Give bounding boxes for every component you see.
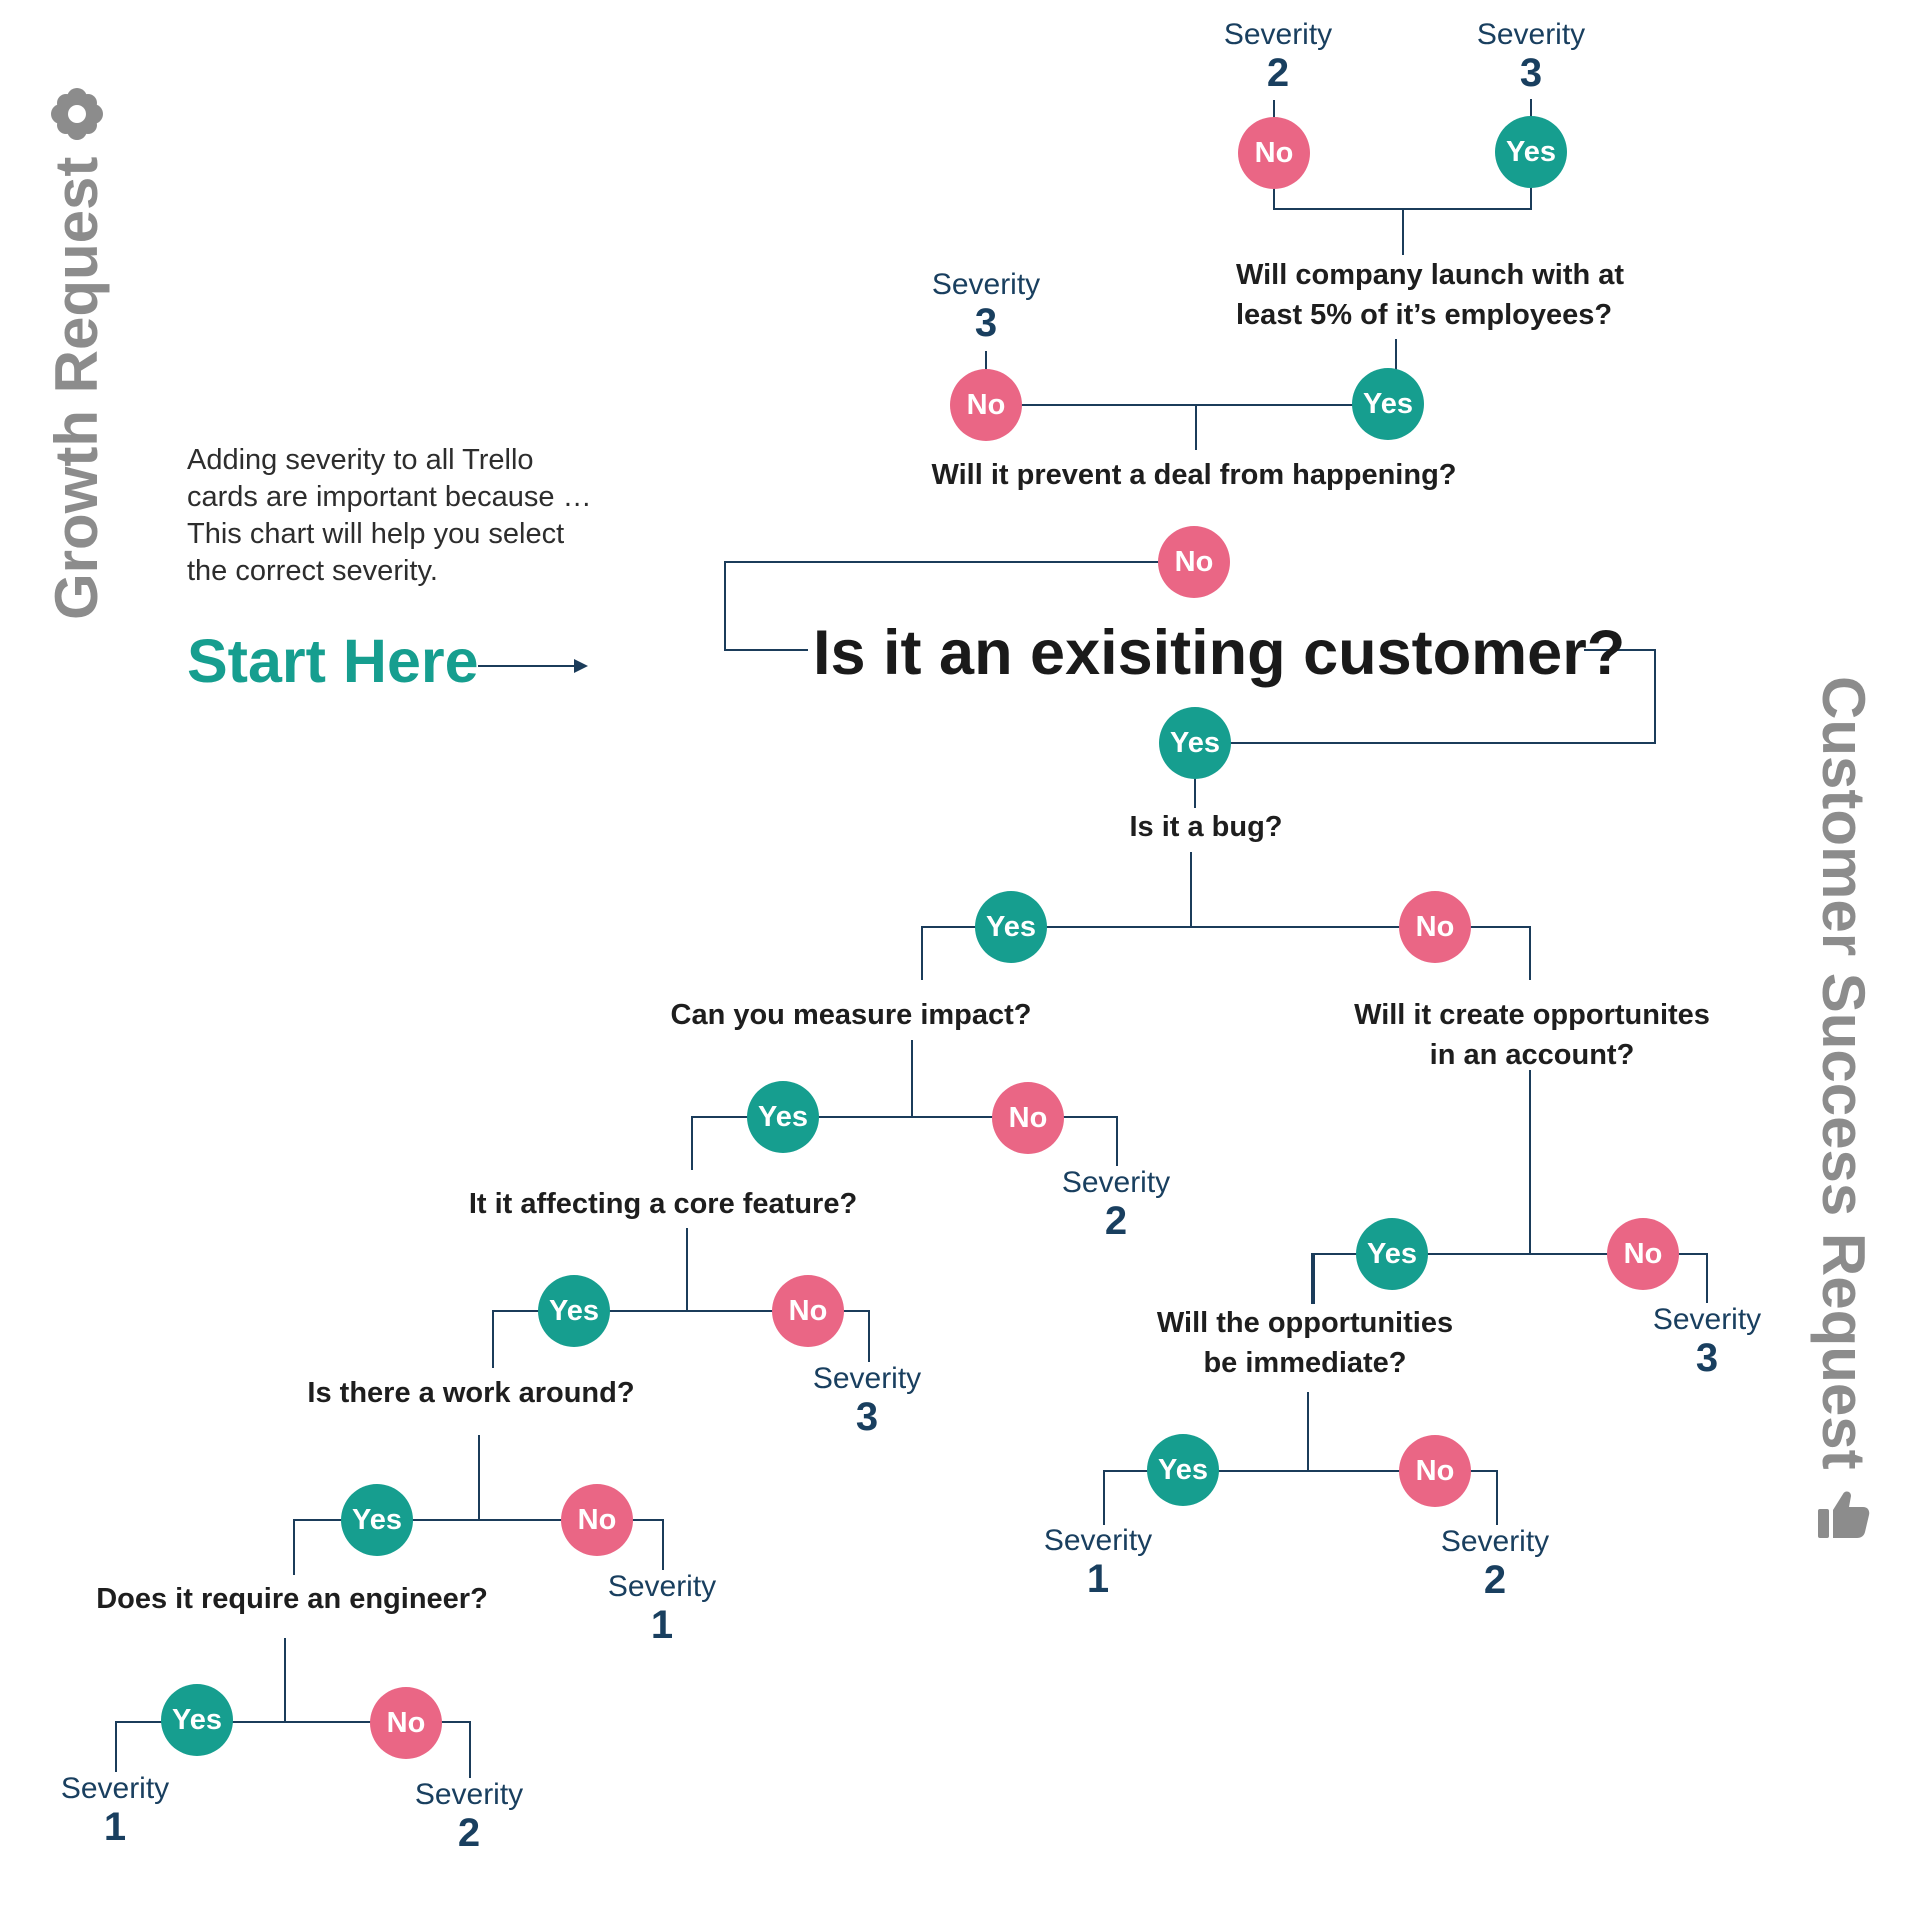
severity-label: Severity bbox=[1061, 1166, 1171, 1199]
severity-engineer-yes: Severity 1 bbox=[61, 1772, 169, 1848]
severity-label: Severity bbox=[1043, 1524, 1153, 1557]
severity-label: Severity bbox=[1652, 1303, 1762, 1336]
severity-value: 2 bbox=[457, 1811, 481, 1855]
question-engineer: Does it require an engineer? bbox=[96, 1583, 488, 1615]
node-measure-no: No bbox=[992, 1082, 1064, 1154]
severity-value: 1 bbox=[650, 1603, 674, 1647]
question-workaround: Is there a work around? bbox=[307, 1377, 635, 1409]
severity-label: Severity bbox=[1476, 18, 1586, 51]
connector-line bbox=[724, 561, 1194, 651]
start-here-label: Start Here bbox=[187, 627, 479, 695]
node-launch-no: No bbox=[1238, 117, 1310, 189]
question-opportunities: Will it create opportunites in an accoun… bbox=[1354, 995, 1710, 1075]
severity-immediate-yes: Severity 1 bbox=[1044, 1524, 1152, 1600]
severity-label: Severity bbox=[812, 1362, 922, 1395]
severity-value: 1 bbox=[1086, 1557, 1110, 1601]
severity-launch-yes: Severity 3 bbox=[1477, 18, 1585, 94]
severity-label: Severity bbox=[931, 268, 1041, 301]
question-measure: Can you measure impact? bbox=[670, 999, 1032, 1031]
customer-success-request-label: Customer Success Request bbox=[1809, 676, 1878, 1542]
severity-launch-no: Severity 2 bbox=[1224, 18, 1332, 94]
severity-value: 3 bbox=[1519, 51, 1543, 95]
thumbs-up-icon bbox=[1818, 1491, 1870, 1538]
node-bug-no: No bbox=[1399, 891, 1471, 963]
severity-value: 2 bbox=[1483, 1558, 1507, 1602]
severity-measure-no: Severity 2 bbox=[1062, 1166, 1170, 1242]
severity-label: Severity bbox=[60, 1772, 170, 1805]
question-opportunities-line-2: in an account? bbox=[1429, 1039, 1635, 1071]
question-launch-line-2: least 5% of it’s employees? bbox=[1236, 299, 1613, 331]
node-immediate-no: No bbox=[1399, 1435, 1471, 1507]
node-customer-no: No bbox=[1158, 526, 1230, 598]
node-engineer-no: No bbox=[370, 1687, 442, 1759]
main-question: Is it an exisiting customer? bbox=[813, 618, 1626, 688]
severity-label: Severity bbox=[1223, 18, 1333, 51]
severity-workaround-no: Severity 1 bbox=[608, 1570, 716, 1646]
node-opp-no: No bbox=[1607, 1218, 1679, 1290]
growth-request-label: Growth Request bbox=[42, 87, 111, 620]
severity-label: Severity bbox=[607, 1570, 717, 1603]
question-bug: Is it a bug? bbox=[1129, 811, 1283, 843]
customer-success-request-text: Customer Success Request bbox=[1810, 676, 1877, 1470]
node-workaround-no: No bbox=[561, 1484, 633, 1556]
connector-line bbox=[1273, 152, 1532, 210]
question-immediate: Will the opportunities be immediate? bbox=[1157, 1303, 1453, 1383]
node-core-no: No bbox=[772, 1275, 844, 1347]
node-launch-yes: Yes bbox=[1495, 116, 1567, 188]
node-workaround-yes: Yes bbox=[341, 1484, 413, 1556]
node-deal-no: No bbox=[950, 369, 1022, 441]
question-launch: Will company launch with at least 5% of … bbox=[1236, 255, 1624, 335]
severity-label: Severity bbox=[414, 1778, 524, 1811]
question-deal: Will it prevent a deal from happening? bbox=[931, 459, 1457, 491]
severity-value: 3 bbox=[855, 1395, 879, 1439]
growth-request-text: Growth Request bbox=[43, 156, 110, 620]
node-core-yes: Yes bbox=[538, 1275, 610, 1347]
intro-text: Adding severity to all Trello cards are … bbox=[187, 444, 592, 587]
start-arrow-icon bbox=[574, 659, 588, 673]
flower-icon bbox=[50, 87, 103, 140]
question-immediate-line-2: be immediate? bbox=[1203, 1347, 1407, 1379]
severity-value: 1 bbox=[103, 1805, 127, 1849]
severity-value: 3 bbox=[974, 301, 998, 345]
severity-deal-no: Severity 3 bbox=[932, 268, 1040, 344]
question-launch-line-1: Will company launch with at bbox=[1236, 259, 1625, 291]
node-measure-yes: Yes bbox=[747, 1081, 819, 1153]
severity-opp-no: Severity 3 bbox=[1653, 1303, 1761, 1379]
severity-core-no: Severity 3 bbox=[813, 1362, 921, 1438]
severity-value: 2 bbox=[1266, 51, 1290, 95]
severity-value: 3 bbox=[1695, 1336, 1719, 1380]
node-customer-yes: Yes bbox=[1159, 707, 1231, 779]
node-immediate-yes: Yes bbox=[1147, 1434, 1219, 1506]
severity-engineer-no: Severity 2 bbox=[415, 1778, 523, 1854]
question-immediate-line-1: Will the opportunities bbox=[1156, 1307, 1454, 1339]
node-bug-yes: Yes bbox=[975, 891, 1047, 963]
question-core-feature: It it affecting a core feature? bbox=[468, 1188, 858, 1220]
severity-value: 2 bbox=[1104, 1199, 1128, 1243]
node-deal-yes: Yes bbox=[1352, 368, 1424, 440]
connector-line bbox=[1195, 649, 1656, 744]
severity-immediate-no: Severity 2 bbox=[1441, 1525, 1549, 1601]
question-opportunities-line-1: Will it create opportunites bbox=[1354, 999, 1710, 1031]
node-opp-yes: Yes bbox=[1356, 1218, 1428, 1290]
severity-label: Severity bbox=[1440, 1525, 1550, 1558]
node-engineer-yes: Yes bbox=[161, 1684, 233, 1756]
